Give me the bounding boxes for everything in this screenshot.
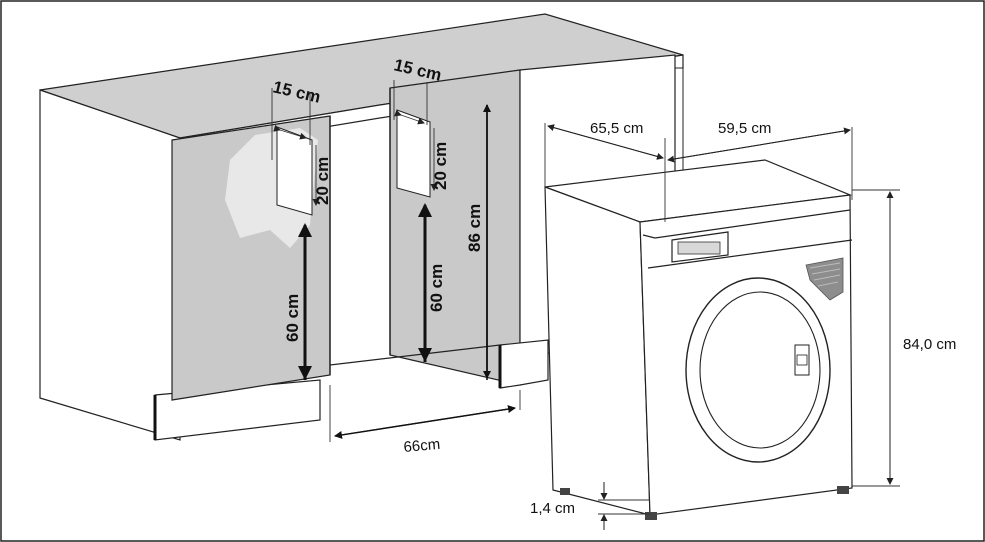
connection-box-left bbox=[276, 126, 313, 216]
label-cabinet-height: 86 cm bbox=[465, 204, 484, 252]
connection-box-right bbox=[396, 109, 431, 198]
label-niche-left-floor: 60 cm bbox=[283, 294, 302, 342]
label-opening-width: 66cm bbox=[403, 436, 441, 456]
label-niche-right-floor: 60 cm bbox=[427, 264, 446, 312]
machine-side bbox=[544, 186, 651, 516]
foot-front-left bbox=[645, 512, 657, 520]
door-inner bbox=[699, 291, 821, 449]
label-machine-depth: 65,5 cm bbox=[590, 120, 643, 137]
vent-grille bbox=[805, 257, 844, 301]
label-machine-height: 84,0 cm bbox=[903, 336, 956, 353]
foot-front-right bbox=[837, 486, 849, 494]
right-plinth bbox=[499, 339, 549, 389]
label-foot-height: 1,4 cm bbox=[530, 500, 575, 517]
label-niche-left-height: 20 cm bbox=[313, 157, 332, 205]
label-machine-width: 59,5 cm bbox=[718, 120, 771, 137]
label-niche-right-height: 20 cm bbox=[431, 142, 450, 190]
foot-back bbox=[560, 488, 570, 495]
washing-machine bbox=[544, 123, 900, 530]
left-cabinet-side bbox=[39, 89, 181, 441]
